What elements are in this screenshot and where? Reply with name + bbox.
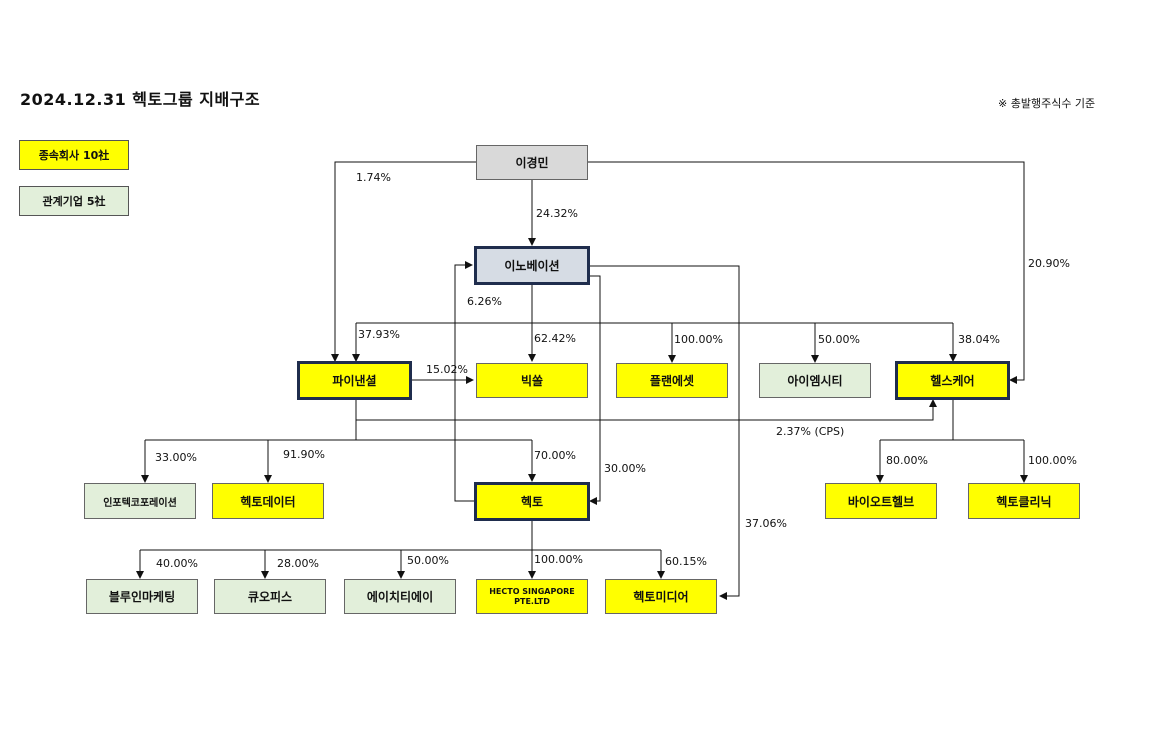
pct-innovation-planet: 100.00%: [674, 333, 723, 346]
pct-hecto-innovation: 6.26%: [467, 295, 502, 308]
pct-innovation-healthcare: 38.04%: [958, 333, 1000, 346]
node-bioorthole: 바이오트헬브: [825, 483, 937, 519]
node-hta: 에이치티에이: [344, 579, 456, 614]
node-iamcity: 아이엠시티: [759, 363, 871, 398]
pct-lkm-healthcare: 20.90%: [1028, 257, 1070, 270]
pct-innovation-iamcity: 50.00%: [818, 333, 860, 346]
legend-affiliate: 관계기업 5社: [19, 186, 129, 216]
node-hectoclinic: 헥토클리닉: [968, 483, 1080, 519]
pct-financial-hecto: 70.00%: [534, 449, 576, 462]
pct-innovation-hectomedia: 37.06%: [745, 517, 787, 530]
pct-hecto-qoffice: 28.00%: [277, 557, 319, 570]
node-qoffice: 큐오피스: [214, 579, 326, 614]
node-planet: 플랜에셋: [616, 363, 728, 398]
node-singapore: HECTO SINGAPORE PTE.LTD: [476, 579, 588, 614]
pct-healthcare-bioorthole: 80.00%: [886, 454, 928, 467]
pct-innovation-bigsol: 62.42%: [534, 332, 576, 345]
pct-hecto-singapore: 100.00%: [534, 553, 583, 566]
legend-subsidiary: 종속회사 10社: [19, 140, 129, 170]
node-infotech: 인포텍코포레이션: [84, 483, 196, 519]
pct-financial-hectodata: 91.90%: [283, 448, 325, 461]
pct-financial-healthcare-cps: 2.37% (CPS): [776, 425, 845, 438]
pct-hecto-hta: 50.00%: [407, 554, 449, 567]
pct-lkm-innovation: 24.32%: [536, 207, 578, 220]
pct-innovation-financial: 37.93%: [358, 328, 400, 341]
node-hectomedia: 헥토미디어: [605, 579, 717, 614]
basis-note: ※ 총발행주식수 기준: [998, 97, 1096, 110]
node-innovation: 이노베이션: [474, 246, 590, 285]
pct-healthcare-hectoclinic: 100.00%: [1028, 454, 1077, 467]
pct-hecto-hectomedia: 60.15%: [665, 555, 707, 568]
node-financial: 파이낸셜: [297, 361, 412, 400]
pct-financial-infotech: 33.00%: [155, 451, 197, 464]
node-blueinmarketing: 블루인마케팅: [86, 579, 198, 614]
node-leekyungmin: 이경민: [476, 145, 588, 180]
pct-innovation-hecto: 30.00%: [604, 462, 646, 475]
node-healthcare: 헬스케어: [895, 361, 1010, 400]
node-hectodata: 헥토데이터: [212, 483, 324, 519]
page-title: 2024.12.31 헥토그룹 지배구조: [20, 90, 261, 109]
pct-hecto-blueinmarketing: 40.00%: [156, 557, 198, 570]
pct-financial-bigsol: 15.02%: [426, 363, 468, 376]
node-hecto: 헥토: [474, 482, 590, 521]
pct-lkm-financial: 1.74%: [356, 171, 391, 184]
node-bigsol: 빅쏠: [476, 363, 588, 398]
